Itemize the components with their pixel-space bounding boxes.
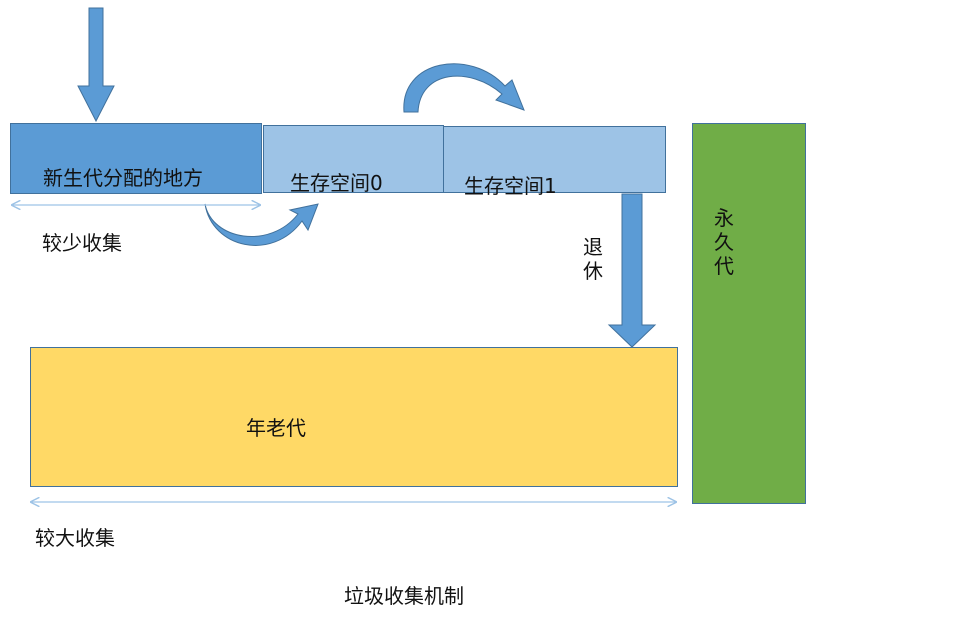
perm-gen-label: 永久代 (714, 206, 734, 278)
eden-to-survivor-arrow (204, 203, 319, 246)
major-gc-label: 较大收集 (35, 526, 115, 550)
minor-gc-label: 较少收集 (42, 231, 122, 255)
survivor-swap-arrow (403, 63, 525, 113)
old-gen-box: 年老代 (30, 347, 678, 487)
diagram-title: 垃圾收集机制 (344, 584, 464, 608)
allocation-arrow (77, 7, 115, 123)
survivor1-label: 生存空间1 (464, 174, 557, 198)
eden-label: 新生代分配的地方 (43, 166, 203, 190)
survivor0-box: 生存空间0 (263, 125, 444, 193)
retire-arrow (607, 193, 657, 348)
retire-label: 退休 (583, 235, 603, 283)
eden-box: 新生代分配的地方 (10, 123, 262, 194)
survivor1-box: 生存空间1 (443, 126, 666, 198)
perm-gen-box: 永久代 (692, 123, 806, 504)
old-gen-label: 年老代 (246, 416, 306, 440)
survivor0-label: 生存空间0 (290, 171, 383, 195)
